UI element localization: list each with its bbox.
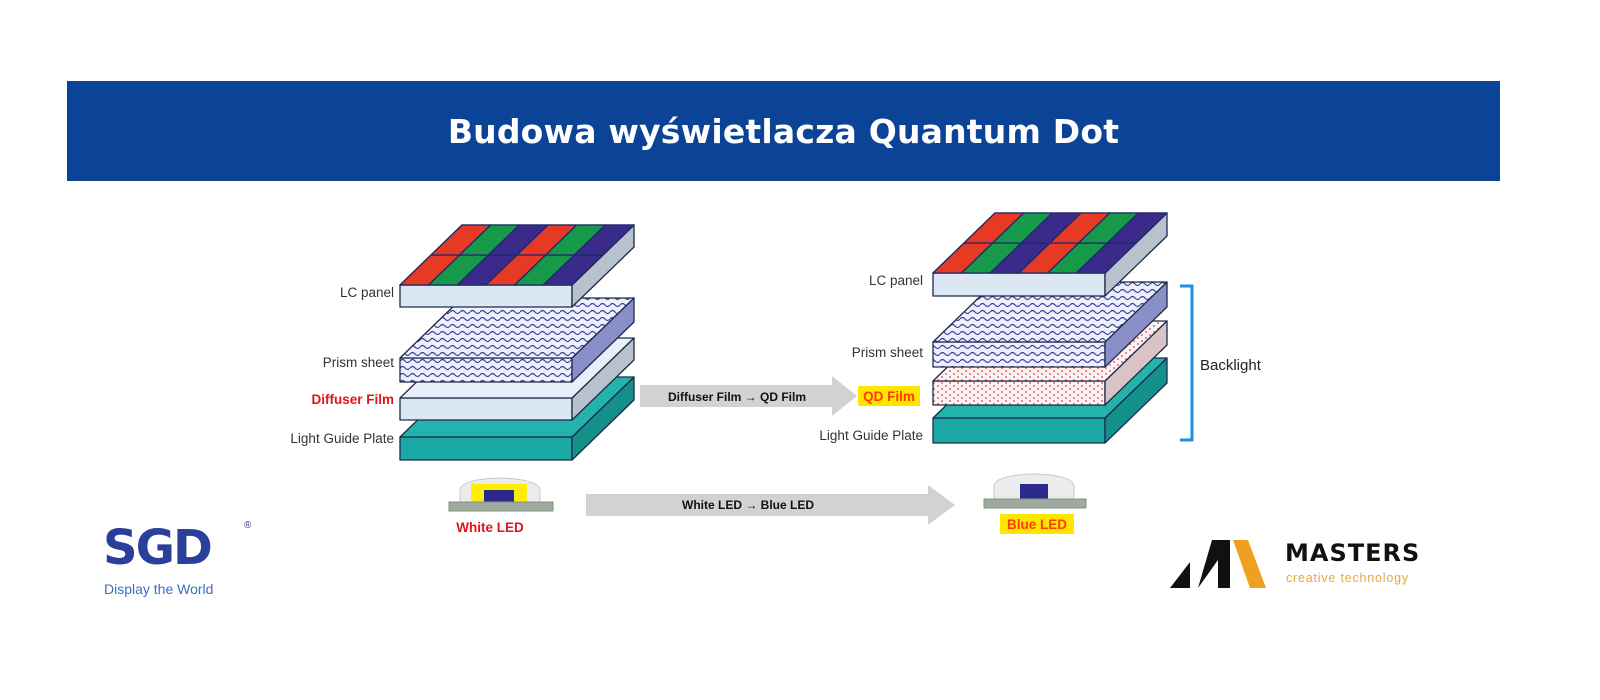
left-diffuser-film-front <box>399 397 573 421</box>
right-light-guide-plate-label: Light Guide Plate <box>819 428 923 443</box>
title-banner: Budowa wyświetlacza Quantum Dot <box>67 81 1500 181</box>
right-lc-panel-subpixel <box>1106 212 1168 244</box>
left-prism-sheet-label: Prism sheet <box>323 355 395 370</box>
right-qd-film-front <box>932 380 1106 406</box>
page-title: Budowa wyświetlacza Quantum Dot <box>447 111 1120 151</box>
film-arrow <box>640 376 857 416</box>
left-prism-sheet-top <box>399 297 635 359</box>
left-prism-sheet-front <box>399 357 573 383</box>
right-qd-film-label: QD Film <box>863 389 915 404</box>
left-light-guide-plate-front <box>399 436 573 461</box>
right-lc-panel-front <box>932 272 1106 297</box>
blue-led-label: Blue LED <box>1007 517 1067 532</box>
right-prism-sheet-front <box>932 341 1106 368</box>
masters-mark-icon <box>1170 562 1190 588</box>
right-prism-sheet-label: Prism sheet <box>852 345 924 360</box>
left-lc-panel-subpixel <box>573 224 635 256</box>
blue-led-highlight <box>1000 514 1074 534</box>
masters-logo-text: MASTERS <box>1285 539 1420 567</box>
backlight-bracket <box>1180 284 1194 442</box>
led-arrow-label: White LED → Blue LED <box>682 498 814 512</box>
white-led-icon <box>448 477 554 512</box>
sgd-tagline: Display the World <box>104 581 213 597</box>
right-prism-sheet-top <box>932 281 1168 343</box>
masters-logo: MASTERS creative technology <box>1170 539 1420 588</box>
backlight-label: Backlight <box>1200 357 1262 374</box>
qd-film-highlight <box>858 386 920 406</box>
led-arrow <box>586 485 955 525</box>
right-light-guide-plate-front <box>932 417 1106 444</box>
sgd-logo-text: SGD <box>103 520 211 576</box>
blue-led-icon <box>983 473 1087 509</box>
masters-tagline: creative technology <box>1286 571 1409 585</box>
right-lc-panel-label: LC panel <box>869 273 923 288</box>
sgd-logo: SGD ® Display the World <box>103 520 252 597</box>
film-arrow-label: Diffuser Film → QD Film <box>668 390 806 404</box>
left-diffuser-film-label: Diffuser Film <box>311 392 394 407</box>
left-light-guide-plate-label: Light Guide Plate <box>290 431 394 446</box>
white-led-label: White LED <box>456 520 524 535</box>
registered-mark-icon: ® <box>244 520 252 531</box>
left-lc-panel-label: LC panel <box>340 285 394 300</box>
left-lc-panel-front <box>399 284 573 308</box>
